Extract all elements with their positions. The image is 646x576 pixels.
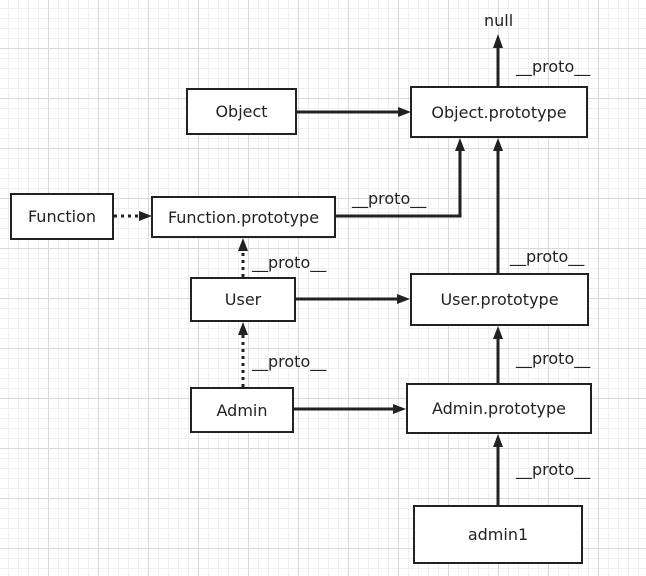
edge-label-userproto-objproto: __proto__ xyxy=(510,247,585,266)
function-node: Function xyxy=(10,193,114,240)
object-node: Object xyxy=(186,88,297,135)
edge-funcproto-to-objproto xyxy=(336,138,465,218)
edge-object-to-objproto xyxy=(297,107,411,117)
edge-label-admin1-adminproto: __proto__ xyxy=(516,460,591,479)
object-prototype-node: Object.prototype xyxy=(410,86,588,138)
edge-label-adminproto-userproto: __proto__ xyxy=(516,349,591,368)
edge-user-to-funcproto xyxy=(238,238,248,277)
admin1-node: admin1 xyxy=(413,505,583,564)
edge-admin-to-adminproto xyxy=(294,404,406,414)
edge-label-admin-user: __proto__ xyxy=(252,352,327,371)
edge-objproto-to-null xyxy=(493,34,503,86)
edge-userproto-to-objproto xyxy=(493,138,503,273)
edge-label-user-funcproto: __proto__ xyxy=(252,253,327,272)
admin-node: Admin xyxy=(190,387,294,433)
user-node: User xyxy=(190,277,296,322)
edge-adminproto-to-userproto xyxy=(493,326,503,383)
function-prototype-node: Function.prototype xyxy=(151,196,336,238)
edge-admin-to-user xyxy=(238,322,248,387)
edge-admin1-to-adminproto xyxy=(493,434,503,505)
edge-label-funcproto-objproto: __proto__ xyxy=(352,189,427,208)
edge-function-to-funcproto xyxy=(114,211,152,221)
user-prototype-node: User.prototype xyxy=(410,273,589,326)
edge-label-objproto-null: __proto__ xyxy=(516,57,591,76)
null-label: null xyxy=(484,11,514,30)
admin-prototype-node: Admin.prototype xyxy=(406,383,592,434)
edge-user-to-userproto xyxy=(296,294,410,304)
